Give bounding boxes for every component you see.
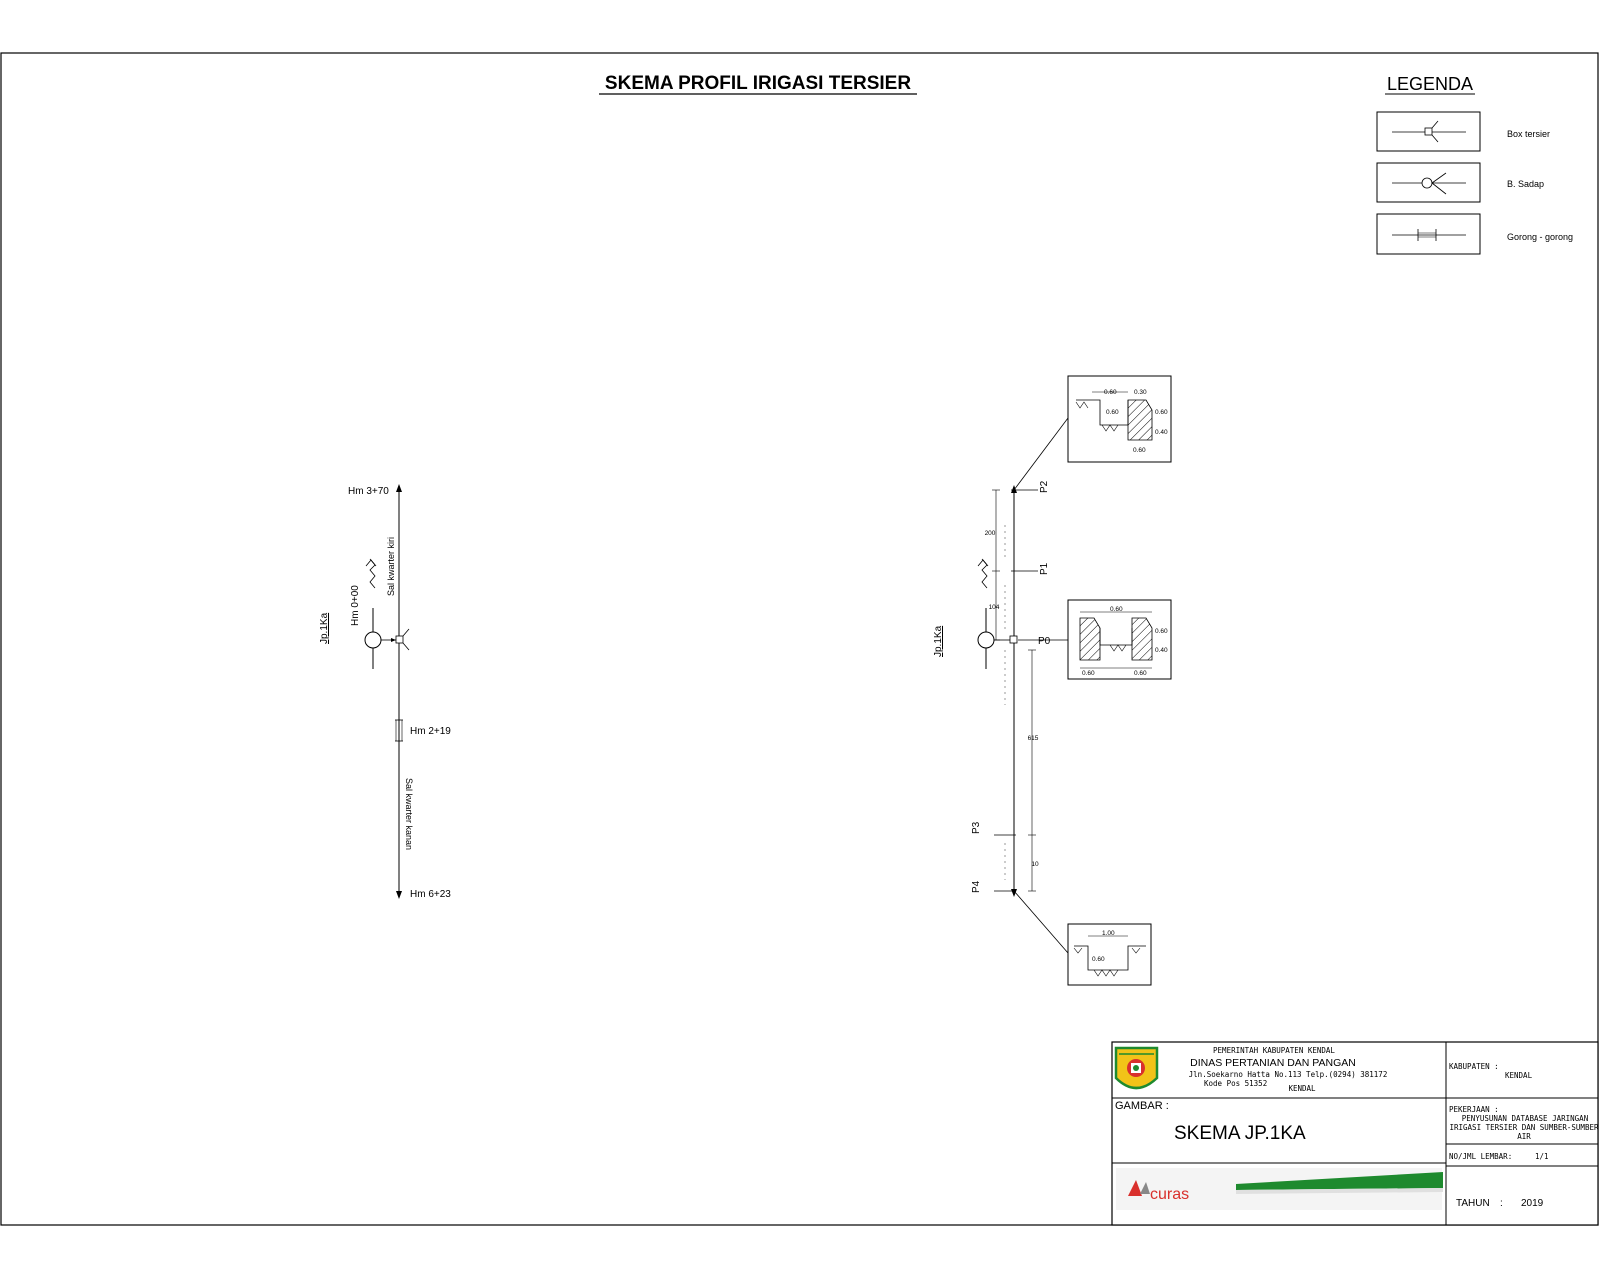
hm-start-label: Hm 0+00 bbox=[350, 585, 361, 626]
pekerjaan-label: PEKERJAAN : bbox=[1449, 1105, 1499, 1114]
kabupaten-label: KABUPATEN : bbox=[1449, 1062, 1499, 1071]
section-inner-width: 0.60 bbox=[1106, 409, 1119, 416]
dim-label-200: 200 bbox=[985, 530, 996, 537]
tahun-value: 2019 bbox=[1521, 1198, 1544, 1209]
gov-line-2: DINAS PERTANIAN DAN PANGAN bbox=[1190, 1057, 1356, 1069]
dim-label-10: 10 bbox=[1031, 861, 1039, 868]
gov-address: Jln.Soekarno Hatta No.113 Telp.(0294) 38… bbox=[1189, 1070, 1388, 1079]
box-tersier-node bbox=[395, 628, 410, 651]
section2-top-width: 0.60 bbox=[1110, 606, 1123, 613]
right-channel-id: Jp.1Ka bbox=[933, 625, 944, 657]
pekerjaan-value-3: AIR bbox=[1517, 1132, 1531, 1141]
legend-label-box-tersier: Box tersier bbox=[1507, 129, 1550, 139]
dim-label-104: 104 bbox=[989, 604, 1000, 611]
section2-bottom-right: 0.60 bbox=[1134, 670, 1147, 677]
legend-title: LEGENDA bbox=[1387, 74, 1473, 94]
page-title: SKEMA PROFIL IRIGASI TERSIER bbox=[605, 73, 911, 94]
dim-label-615: 615 bbox=[1028, 735, 1039, 742]
water-level-icon bbox=[365, 558, 377, 589]
tap-structure bbox=[364, 608, 396, 669]
hm-culvert-label: Hm 2+19 bbox=[410, 726, 451, 737]
main-title: SKEMA PROFIL IRIGASI TERSIER bbox=[599, 73, 917, 95]
cross-section-p4: 1.00 0.60 bbox=[1067, 923, 1152, 986]
left-schematic: Hm 3+70 Hm 2+19 Hm 6+23 Jp.1Ka Hm 0+00 S… bbox=[319, 484, 451, 900]
consultant-logo: curas bbox=[1116, 1168, 1443, 1210]
tap-structure-right bbox=[977, 608, 1018, 669]
title-block: PEMERINTAH KABUPATEN KENDAL DINAS PERTAN… bbox=[1111, 1041, 1599, 1226]
section2-wall-height: 0.60 bbox=[1155, 628, 1168, 635]
water-level-icon-right bbox=[977, 558, 989, 589]
legend-label-gorong-gorong: Gorong - gorong bbox=[1507, 232, 1573, 242]
gorong-gorong-icon bbox=[1392, 229, 1466, 241]
section-top-width: 0.60 bbox=[1104, 389, 1117, 396]
legend-item-gorong-gorong: Gorong - gorong bbox=[1376, 213, 1573, 255]
consultant-logo-text: curas bbox=[1150, 1186, 1189, 1203]
section-top-plank: 0.30 bbox=[1134, 389, 1147, 396]
pekerjaan-value-2: IRIGASI TERSIER DAN SUMBER-SUMBER bbox=[1449, 1123, 1598, 1132]
tahun-label: TAHUN bbox=[1456, 1198, 1490, 1209]
sheet-label: NO/JML LEMBAR: bbox=[1449, 1152, 1512, 1161]
bangunan-sadap-icon bbox=[1392, 172, 1466, 195]
sheet-value: 1/1 bbox=[1535, 1152, 1549, 1161]
legend-label-b-sadap: B. Sadap bbox=[1507, 179, 1544, 189]
legend-item-box-tersier: Box tersier bbox=[1376, 111, 1550, 152]
point-p4: P4 bbox=[971, 880, 982, 893]
section2-base-thickness: 0.40 bbox=[1155, 647, 1168, 654]
kabupaten-value: KENDAL bbox=[1505, 1071, 1533, 1080]
right-schematic: 200 104 615 10 P2 P1 P0 P3 P4 Jp.1Ka bbox=[933, 375, 1172, 986]
cross-section-p2: 0.60 0.30 0.60 0.60 0.40 0.60 bbox=[1067, 375, 1172, 463]
culvert-icon bbox=[395, 719, 403, 742]
point-p2: P2 bbox=[1039, 480, 1050, 493]
pekerjaan-value-1: PENYUSUNAN DATABASE JARINGAN bbox=[1462, 1114, 1588, 1123]
box-tersier-icon bbox=[1392, 120, 1466, 143]
sheet-border bbox=[0, 52, 1599, 1226]
left-channel-id: Jp.1Ka bbox=[319, 612, 330, 644]
hm-bottom-label: Hm 6+23 bbox=[410, 889, 451, 900]
gov-city: KENDAL bbox=[1288, 1084, 1316, 1093]
section3-end-width: 1.00 bbox=[1102, 930, 1115, 937]
point-p3: P3 bbox=[971, 821, 982, 834]
point-p1: P1 bbox=[1039, 562, 1050, 575]
section-base-thickness: 0.40 bbox=[1155, 429, 1168, 436]
section-wall-height: 0.60 bbox=[1155, 409, 1168, 416]
section2-bottom-left: 0.60 bbox=[1082, 670, 1095, 677]
gambar-label: GAMBAR : bbox=[1115, 1100, 1169, 1112]
cross-section-p0: 0.60 0.60 0.40 0.60 0.60 bbox=[1067, 599, 1172, 680]
kendal-emblem bbox=[1114, 1046, 1159, 1090]
gov-line-1: PEMERINTAH KABUPATEN KENDAL bbox=[1213, 1046, 1335, 1055]
section3-inner-width: 0.60 bbox=[1092, 956, 1105, 963]
legend: LEGENDA Box tersier B. Sadap bbox=[1376, 74, 1573, 255]
point-p0: P0 bbox=[1038, 636, 1051, 647]
channel-right-label: Sal kwarter kanan bbox=[404, 778, 414, 850]
gov-postal: Kode Pos 51352 bbox=[1204, 1079, 1267, 1088]
gambar-value: SKEMA JP.1KA bbox=[1174, 1123, 1306, 1144]
channel-left-label: Sal kwarter kiri bbox=[386, 537, 396, 596]
tahun-separator: : bbox=[1500, 1198, 1503, 1209]
legend-item-b-sadap: B. Sadap bbox=[1376, 162, 1544, 203]
hm-top-label: Hm 3+70 bbox=[348, 486, 389, 497]
section-bottom-width: 0.60 bbox=[1133, 447, 1146, 454]
